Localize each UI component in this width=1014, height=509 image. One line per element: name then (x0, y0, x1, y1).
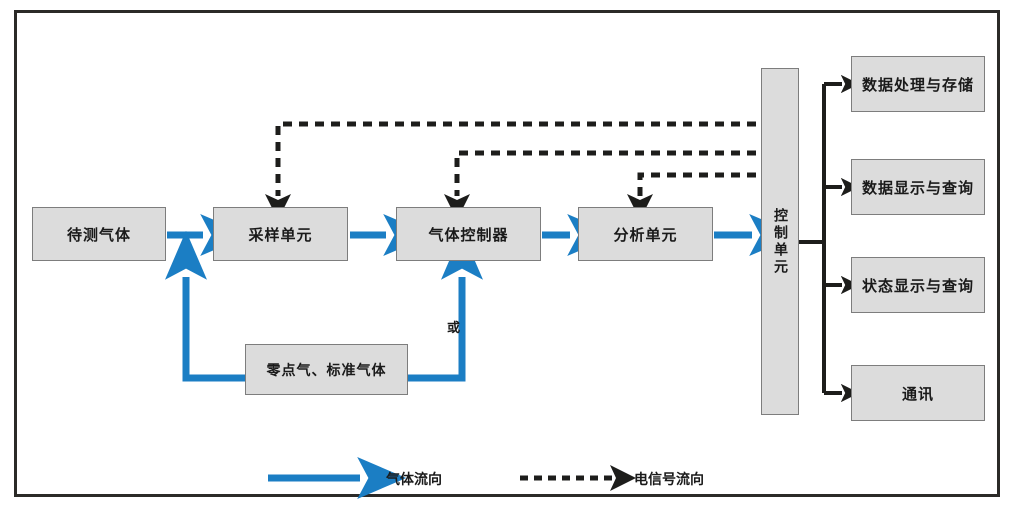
node-analysis-unit-label: 分析单元 (613, 225, 678, 244)
node-data-display-query-label: 数据显示与查询 (861, 178, 974, 197)
node-sample-gas-label: 待测气体 (66, 225, 131, 244)
node-data-processing-storage-label: 数据处理与存储 (861, 75, 974, 94)
node-communication[interactable]: 通讯 (851, 365, 985, 421)
node-analysis-unit[interactable]: 分析单元 (578, 207, 713, 261)
legend-signal-flow-label: 电信号流向 (634, 472, 704, 488)
legend-gas-flow-label: 气体流向 (386, 472, 442, 488)
signal-path-control-to-gas-controller (443, 150, 756, 220)
or-label: 或 (447, 321, 461, 336)
node-gas-controller-label: 气体控制器 (428, 225, 509, 244)
node-control-unit-label: 控制单元 (772, 207, 788, 276)
gas-path-standard-to-controller (408, 230, 483, 382)
node-communication-label: 通讯 (901, 384, 934, 403)
node-sample-gas[interactable]: 待测气体 (32, 207, 166, 261)
gas-path-standard-to-sampling (165, 230, 245, 382)
node-status-display-query[interactable]: 状态显示与查询 (851, 257, 985, 313)
node-data-display-query[interactable]: 数据显示与查询 (851, 159, 985, 215)
node-sampling-unit-label: 采样单元 (248, 225, 313, 244)
signal-path-control-to-sampling (264, 121, 756, 220)
node-sampling-unit[interactable]: 采样单元 (213, 207, 348, 261)
node-data-processing-storage[interactable]: 数据处理与存储 (851, 56, 985, 112)
node-zero-standard-gas[interactable]: 零点气、标准气体 (245, 344, 408, 395)
node-status-display-query-label: 状态显示与查询 (861, 276, 974, 295)
signal-path-control-to-analysis (626, 172, 756, 220)
node-control-unit[interactable]: 控制单元 (761, 68, 799, 415)
node-gas-controller[interactable]: 气体控制器 (396, 207, 541, 261)
node-zero-standard-gas-label: 零点气、标准气体 (266, 362, 387, 379)
